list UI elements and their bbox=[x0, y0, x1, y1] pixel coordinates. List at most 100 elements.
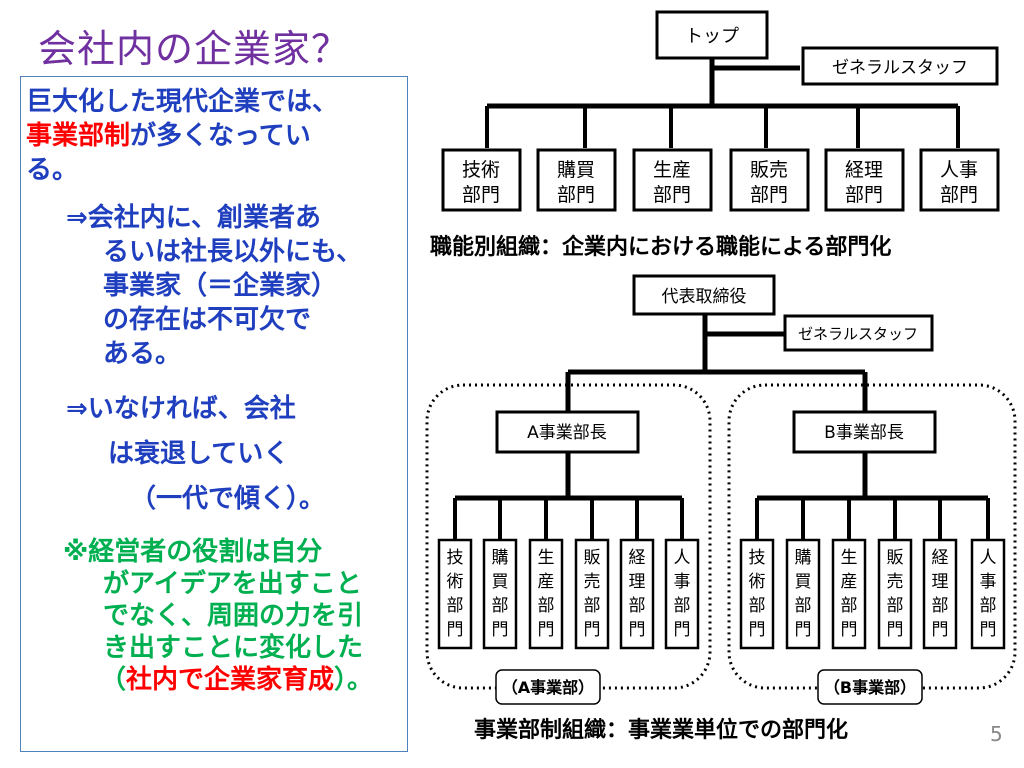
svg-text:代表取締役: 代表取締役 bbox=[662, 287, 747, 307]
division-b-dept-char: 人 bbox=[980, 548, 997, 568]
division-a-dept-char: 門 bbox=[538, 620, 555, 640]
svg-text:部門: 部門 bbox=[940, 184, 978, 206]
functional-dept-accounting: 経理 部門 bbox=[824, 148, 905, 212]
division-b-label: （B事業部） bbox=[817, 669, 923, 705]
note-line-3: でなく、周囲の力を引 bbox=[103, 601, 364, 631]
division-a-dept-char: 術 bbox=[447, 572, 464, 592]
functional-dept-purchasing: 購買 部門 bbox=[536, 148, 617, 212]
svg-text:販売: 販売 bbox=[750, 159, 788, 181]
division-a-dept-char: 経 bbox=[629, 548, 646, 568]
division-b-dept-char: 買 bbox=[795, 572, 812, 592]
division-a-dept-char: 人 bbox=[674, 548, 691, 568]
division-b-dept-char: 門 bbox=[932, 620, 949, 640]
division-a-dept-char: 買 bbox=[492, 572, 509, 592]
note-paren-close: ）。 bbox=[334, 665, 374, 695]
slide-title: 会社内の企業家？ bbox=[38, 27, 351, 71]
arrow1-line-3: 事業家（＝企業家） bbox=[103, 271, 338, 301]
arrow1-line-2: るいは社長以外にも、 bbox=[103, 237, 363, 267]
division-b-dept-char: 経 bbox=[932, 548, 949, 568]
svg-text:（A事業部）: （A事業部） bbox=[502, 678, 594, 697]
division-a-dept-char: 購 bbox=[492, 548, 509, 568]
division-b-dept-char: 売 bbox=[887, 572, 904, 592]
divisional-department-boxes: 技術部門購買部門生産部門販売部門経理部門人事部門技術部門購買部門生産部門販売部門… bbox=[437, 498, 1006, 650]
division-b-dept-char: 生 bbox=[841, 548, 858, 568]
arrow1-line-5: ある。 bbox=[103, 339, 182, 369]
division-b-dept-char: 門 bbox=[795, 620, 812, 640]
svg-text:部門: 部門 bbox=[557, 184, 595, 206]
svg-text:部門: 部門 bbox=[750, 184, 788, 206]
note-line-1: ※経営者の役割は自分 bbox=[63, 537, 323, 567]
division-b-dept-char: 部 bbox=[980, 596, 997, 616]
svg-text:部門: 部門 bbox=[653, 184, 691, 206]
division-b-dept-char: 部 bbox=[841, 596, 858, 616]
division-a-dept-char: 生 bbox=[538, 548, 555, 568]
division-a-dept-char: 部 bbox=[674, 596, 691, 616]
svg-text:技術: 技術 bbox=[462, 159, 500, 181]
division-b-dept-char: 販 bbox=[887, 548, 904, 568]
body-text-box bbox=[20, 76, 408, 752]
division-b-boundary bbox=[727, 383, 1017, 690]
division-b-dept-char: 産 bbox=[841, 572, 858, 592]
arrow2-line-3: （一代で傾く）。 bbox=[130, 484, 326, 514]
division-a-dept-char: 部 bbox=[629, 596, 646, 616]
division-b-dept-char: 部 bbox=[932, 596, 949, 616]
page-number: 5 bbox=[990, 722, 1003, 746]
svg-text:B事業部長: B事業部長 bbox=[824, 423, 904, 443]
svg-text:人事: 人事 bbox=[940, 159, 978, 181]
division-a-dept-char: 事 bbox=[674, 572, 691, 592]
division-a-dept-char: 部 bbox=[584, 596, 601, 616]
svg-text:生産: 生産 bbox=[653, 159, 691, 181]
functional-dept-production: 生産 部門 bbox=[632, 148, 713, 212]
svg-text:経理: 経理 bbox=[845, 159, 883, 181]
division-b-dept-char: 部 bbox=[795, 596, 812, 616]
division-a-dept-char: 部 bbox=[538, 596, 555, 616]
functional-dept-hr: 人事 部門 bbox=[919, 148, 1000, 212]
text-line-3: る。 bbox=[26, 155, 79, 185]
division-b-dept-char: 門 bbox=[841, 620, 858, 640]
functional-dept-engineering: 技術 部門 bbox=[441, 148, 522, 212]
highlight-divisional: 事業部制 bbox=[26, 121, 131, 151]
functional-department-boxes: 技術 部門 購買 部門 生産 部門 販売 部門 経理 部門 人事 部門 bbox=[441, 148, 1000, 212]
arrow2-line-1: ⇒いなければ、会社 bbox=[66, 394, 296, 424]
division-b-dept-char: 門 bbox=[980, 620, 997, 640]
division-a-dept-char: 技 bbox=[447, 548, 464, 568]
division-a-dept-char: 販 bbox=[584, 548, 601, 568]
division-a-dept-char: 門 bbox=[674, 620, 691, 640]
division-b-head-box: B事業部長 bbox=[792, 410, 937, 454]
division-a-dept-char: 売 bbox=[584, 572, 601, 592]
division-a-dept-char: 部 bbox=[492, 596, 509, 616]
functional-org-caption: 職能別組織：企業内における職能による部門化 bbox=[430, 235, 892, 260]
division-a-dept-char: 門 bbox=[629, 620, 646, 640]
division-b-dept-char: 技 bbox=[749, 548, 766, 568]
divisional-top-box: 代表取締役 bbox=[632, 274, 776, 316]
text-line-1: 巨大化した現代企業では、 bbox=[26, 87, 339, 117]
division-a-dept-char: 門 bbox=[492, 620, 509, 640]
division-a-dept-char: 部 bbox=[447, 596, 464, 616]
note-line-4: き出すことに変化した bbox=[103, 633, 364, 663]
text-line-2-rest: が多くなってい bbox=[130, 121, 311, 151]
division-b-dept-char: 術 bbox=[749, 572, 766, 592]
division-a-dept-char: 理 bbox=[629, 572, 646, 592]
divisional-staff-box: ゼネラルスタッフ bbox=[783, 314, 934, 352]
functional-staff-box: ゼネラルスタッフ bbox=[801, 46, 999, 86]
division-b-dept-char: 事 bbox=[980, 572, 997, 592]
svg-text:A事業部長: A事業部長 bbox=[527, 423, 607, 443]
svg-text:購買: 購買 bbox=[557, 159, 595, 181]
highlight-internal-entrepreneur: 社内で企業家育成 bbox=[126, 665, 335, 695]
division-b-dept-char: 門 bbox=[749, 620, 766, 640]
functional-dept-sales: 販売 部門 bbox=[729, 148, 810, 212]
svg-text:ゼネラルスタッフ: ゼネラルスタッフ bbox=[832, 58, 968, 78]
svg-text:ゼネラルスタッフ: ゼネラルスタッフ bbox=[798, 325, 918, 343]
division-a-label: （A事業部） bbox=[495, 669, 601, 705]
division-a-dept-char: 門 bbox=[447, 620, 464, 640]
text-line-2: 事業部制が多くなってい bbox=[26, 120, 311, 152]
division-b-dept-char: 購 bbox=[795, 548, 812, 568]
